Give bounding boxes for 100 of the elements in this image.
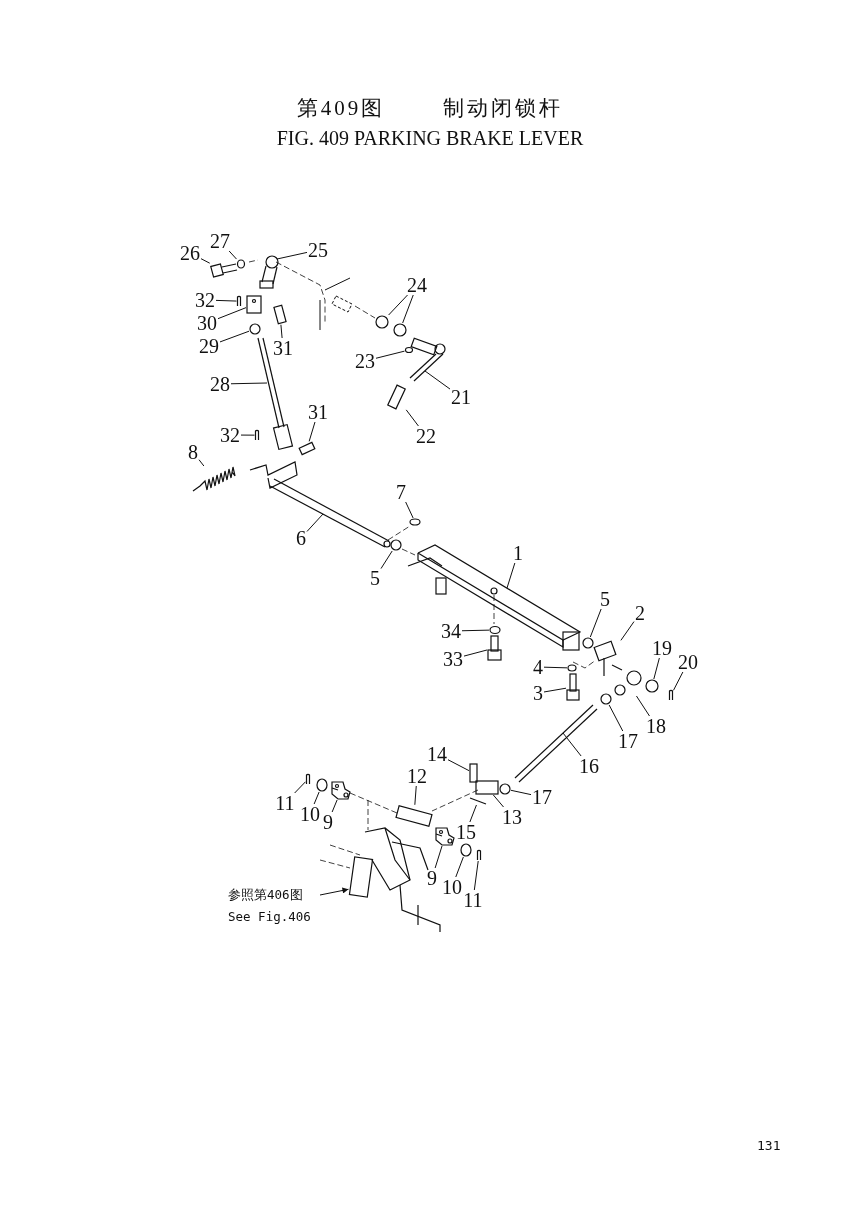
leader-line [653, 657, 660, 680]
leader-line [217, 307, 247, 320]
lever-drawing [395, 805, 433, 827]
leader-line [228, 250, 237, 260]
cotter-pin-drawing [305, 773, 311, 785]
bracket-drawing [593, 640, 623, 677]
nut-drawing [645, 679, 659, 693]
nut-drawing [499, 783, 511, 795]
callout-number: 32 [219, 425, 241, 445]
washer-drawing [489, 625, 501, 635]
pin-drawing [273, 304, 287, 325]
cotter-pin-drawing [476, 849, 482, 861]
callout-number: 27 [209, 231, 231, 251]
leader-line [276, 251, 308, 260]
leader-line [620, 621, 635, 641]
cotter-pin-drawing [668, 689, 674, 701]
hand-lever-drawing [409, 337, 446, 382]
callout-number: 3 [532, 683, 544, 703]
callout-number: 12 [406, 766, 428, 786]
callout-number: 13 [501, 807, 523, 827]
callout-number: 4 [532, 657, 544, 677]
callout-number: 25 [307, 240, 329, 260]
cotter-pin-drawing [236, 295, 242, 307]
page-number: 131 [757, 1138, 781, 1153]
bushing-drawing [375, 315, 389, 329]
leader-line [306, 513, 324, 532]
callout-number: 23 [354, 351, 376, 371]
bolt-drawing [210, 263, 238, 278]
figure-subtitle: FIG. 409 PARKING BRAKE LEVER [275, 127, 585, 150]
leader-line [608, 704, 624, 732]
pin-drawing [469, 763, 478, 783]
leader-line [543, 666, 568, 669]
leader-line [635, 695, 650, 717]
leader-line [455, 856, 464, 878]
leader-line [510, 789, 532, 796]
cotter-pin-drawing [254, 429, 260, 441]
callout-number: 1 [512, 543, 524, 563]
shaft-drawing [249, 461, 391, 548]
leader-line [331, 799, 338, 813]
grip-drawing [386, 384, 407, 410]
lever-drawing [331, 781, 351, 800]
leader-line [461, 629, 490, 632]
arrow [319, 887, 349, 896]
callout-number: 31 [307, 402, 329, 422]
leader-line [506, 562, 516, 589]
spring-drawing [192, 466, 236, 492]
callout-number: 21 [450, 387, 472, 407]
callout-number: 11 [462, 890, 484, 910]
callout-number: 2 [634, 603, 646, 623]
callout-number: 26 [179, 243, 201, 263]
plate-drawing [407, 544, 582, 651]
bushing-drawing [582, 637, 594, 649]
bolt-drawing [566, 673, 580, 701]
callout-number: 31 [272, 338, 294, 358]
washer-drawing [460, 843, 472, 857]
leader-line [230, 382, 268, 385]
leader-line [469, 804, 477, 823]
callout-number: 34 [440, 621, 462, 641]
callout-number: 24 [406, 275, 428, 295]
leader-line [424, 370, 451, 390]
callout-number: 15 [455, 822, 477, 842]
rod-end-drawing [614, 670, 642, 696]
callout-number: 17 [617, 731, 639, 751]
callout-number: 33 [442, 649, 464, 669]
rod-drawing [257, 337, 294, 451]
callout-number: 29 [198, 336, 220, 356]
leader-line [313, 791, 320, 805]
callout-number: 8 [187, 442, 199, 462]
leader-line [405, 501, 414, 519]
leader-line [543, 687, 567, 693]
washer-drawing [567, 664, 577, 672]
leader-line [294, 781, 306, 794]
leader-line [492, 794, 505, 808]
callout-number: 11 [274, 793, 296, 813]
callout-number: 14 [426, 744, 448, 764]
key-drawing [404, 346, 414, 354]
key-drawing [409, 518, 421, 526]
washer-drawing [236, 259, 246, 269]
callout-number: 9 [322, 812, 334, 832]
leader-line [280, 324, 283, 339]
callout-number: 10 [441, 877, 463, 897]
callout-number: 18 [645, 716, 667, 736]
callout-number: 5 [599, 589, 611, 609]
callout-number: 6 [295, 528, 307, 548]
leader-line [375, 350, 405, 359]
leader-line [215, 299, 237, 302]
leader-line [198, 459, 205, 467]
callout-number: 22 [415, 426, 437, 446]
leader-line [240, 434, 255, 436]
leader-line [405, 409, 419, 427]
leader-line [200, 258, 211, 264]
leader-line [673, 671, 684, 691]
leader-line [589, 608, 602, 638]
callout-number: 9 [426, 868, 438, 888]
callout-number: 19 [651, 638, 673, 658]
callout-number: 28 [209, 374, 231, 394]
washer-drawing [316, 778, 328, 792]
leader-line [402, 294, 414, 324]
bushing-drawing [390, 539, 402, 551]
leader-line [463, 649, 488, 657]
